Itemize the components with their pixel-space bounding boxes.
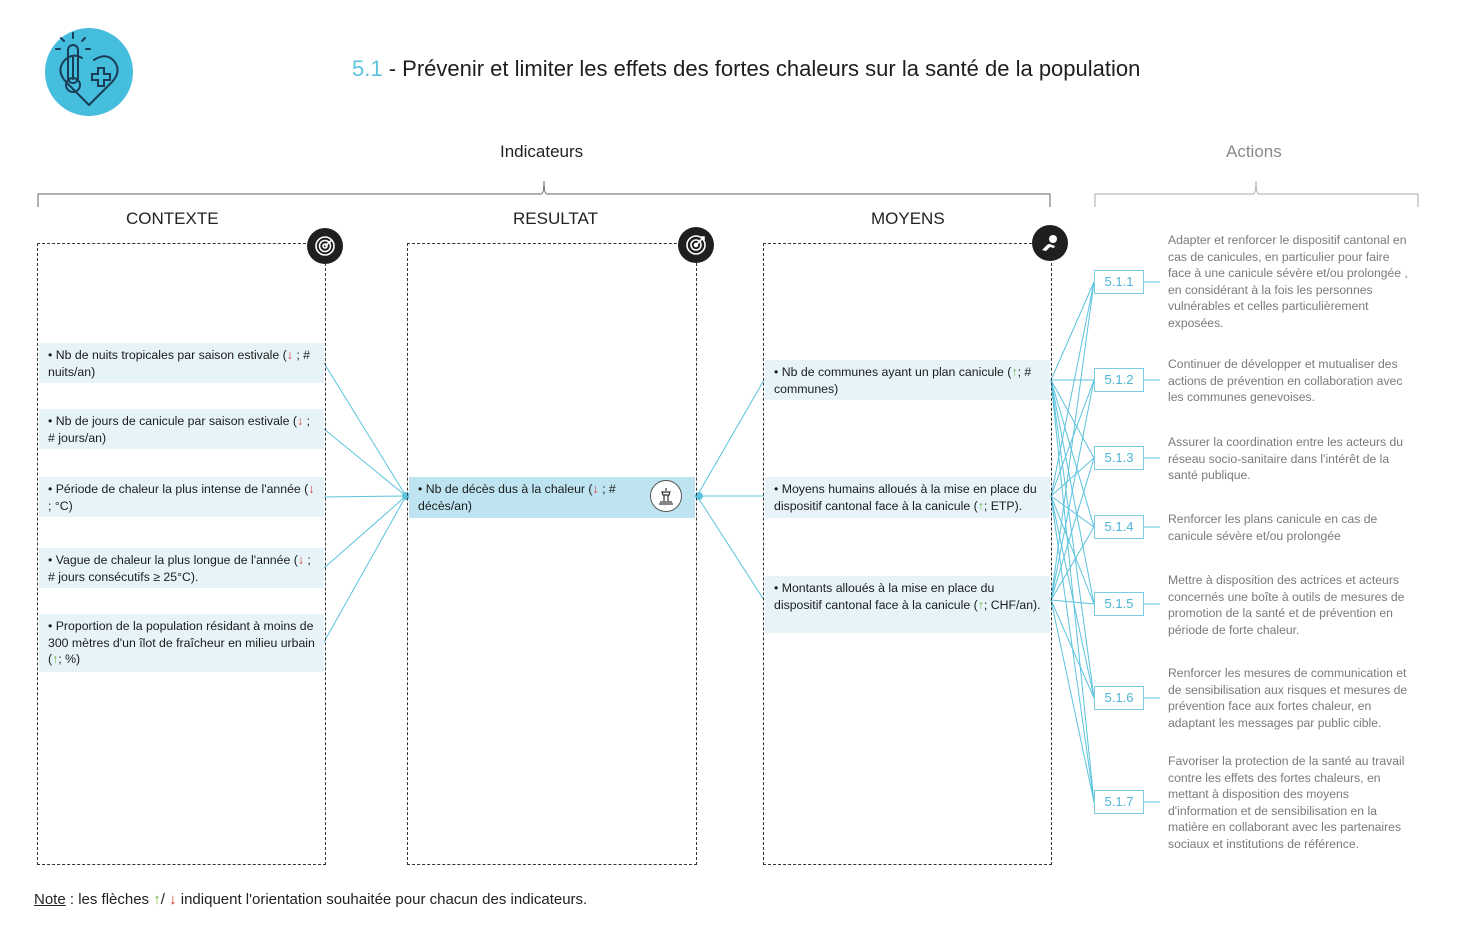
up-arrow-icon: ↑	[977, 597, 984, 612]
connector-line	[1050, 379, 1095, 459]
down-arrow-icon: ↓	[169, 891, 177, 908]
down-arrow-icon: ↓	[286, 348, 293, 362]
contexte-indicator: • Nb de nuits tropicales par saison esti…	[39, 343, 324, 383]
connector-line	[323, 495, 407, 498]
heart-thermometer-icon	[44, 27, 134, 117]
action-text: Mettre à disposition des actrices et act…	[1168, 573, 1405, 637]
connector-line	[1050, 379, 1095, 803]
page-title: 5.1 - Prévenir et limiter les effets des…	[352, 56, 1140, 82]
radar-icon	[307, 228, 343, 264]
up-arrow-icon: ↑	[977, 498, 984, 513]
connector-line	[1050, 526, 1095, 601]
connector-line	[323, 495, 407, 643]
target-icon	[678, 227, 714, 263]
connector-line	[323, 362, 407, 497]
action-code[interactable]: 5.1.4	[1094, 515, 1144, 539]
action-text: Renforcer les plans canicule en cas de c…	[1168, 512, 1378, 543]
action-code[interactable]: 5.1.1	[1094, 270, 1144, 294]
moyens-indicator: • Moyens humains alloués à la mise en pl…	[765, 477, 1050, 518]
contexte-indicator: • Vague de chaleur la plus longue de l'a…	[39, 548, 324, 588]
action-code[interactable]: 5.1.7	[1094, 790, 1144, 814]
action-code[interactable]: 5.1.2	[1094, 368, 1144, 392]
resultat-column	[407, 243, 697, 865]
moyens-column	[763, 243, 1052, 865]
connector-line	[1050, 281, 1095, 497]
down-arrow-icon: ↓	[308, 482, 315, 496]
action-code[interactable]: 5.1.3	[1094, 446, 1144, 470]
action-text: Continuer de développer et mutualiser de…	[1168, 357, 1403, 404]
header-resultat: RESULTAT	[513, 209, 599, 228]
title-number: 5.1	[352, 56, 383, 81]
connector-line	[696, 495, 765, 601]
header-contexte: CONTEXTE	[126, 209, 219, 228]
hand-coin-icon	[1032, 225, 1068, 261]
moyens-indicator: • Nb de communes ayant un plan canicule …	[765, 360, 1050, 400]
connector-line	[1050, 281, 1095, 601]
up-arrow-icon: ↑	[52, 652, 59, 666]
connector-line	[323, 495, 407, 569]
action-code[interactable]: 5.1.6	[1094, 686, 1144, 710]
header-actions: Actions	[1226, 142, 1282, 161]
connector-line	[1050, 379, 1095, 601]
connector-line	[696, 379, 765, 497]
moyens-indicator: • Montants alloués à la mise en place du…	[765, 576, 1050, 633]
title-text: - Prévenir et limiter les effets des for…	[382, 56, 1141, 81]
down-arrow-icon: ↓	[592, 482, 599, 496]
connector-line	[1050, 495, 1095, 699]
monument-icon	[650, 480, 682, 512]
connector-line	[1050, 379, 1095, 699]
up-arrow-icon: ↑	[1011, 365, 1018, 379]
connector-line	[1050, 457, 1095, 601]
contexte-column	[37, 243, 326, 865]
action-code[interactable]: 5.1.5	[1094, 592, 1144, 616]
contexte-indicator: • Période de chaleur la plus intense de …	[39, 477, 324, 517]
connector-line	[1050, 599, 1095, 605]
connector-line	[1050, 599, 1095, 803]
down-arrow-icon: ↓	[297, 553, 304, 567]
down-arrow-icon: ↓	[297, 414, 304, 428]
action-text: Favoriser la protection de la santé au t…	[1168, 754, 1405, 851]
connector-line	[1050, 495, 1095, 528]
action-text: Renforcer les mesures de communication e…	[1168, 666, 1408, 730]
up-arrow-icon: ↑	[153, 891, 161, 908]
connector-line	[1050, 281, 1095, 381]
connector-line	[1050, 379, 1095, 528]
connector-line	[1050, 599, 1095, 699]
header-moyens: MOYENS	[871, 209, 945, 228]
connector-line	[1050, 495, 1095, 605]
action-text: Assurer la coordination entre les acteur…	[1168, 435, 1404, 482]
connector-line	[323, 428, 407, 497]
contexte-indicator: • Nb de jours de canicule par saison est…	[39, 409, 324, 449]
header-indicateurs: Indicateurs	[500, 142, 584, 161]
connector-line	[1050, 457, 1095, 497]
contexte-indicator: • Proportion de la population résidant à…	[39, 614, 324, 672]
footnote: Note : les flèches ↑/ ↓ indiquent l'orie…	[34, 891, 588, 908]
resultat-indicator: • Nb de décès dus à la chaleur (↓ ; # dé…	[409, 477, 695, 518]
action-text: Adapter et renforcer le dispositif canto…	[1168, 233, 1408, 330]
